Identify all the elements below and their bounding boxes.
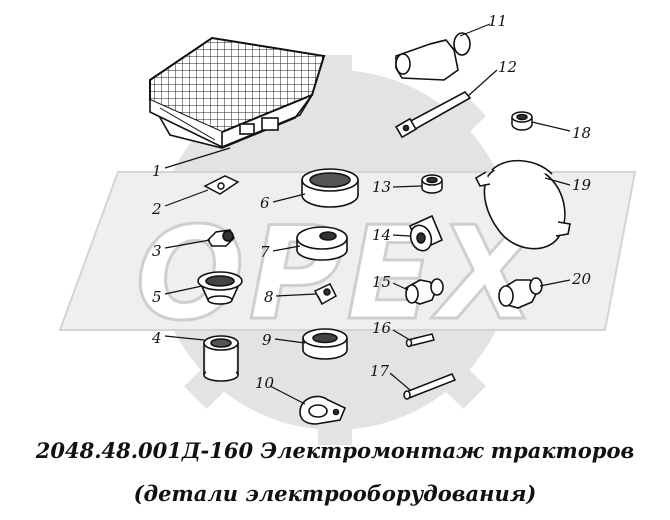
callout-16: 16 bbox=[372, 319, 392, 337]
part-2-bracket bbox=[203, 175, 240, 195]
leader-lines bbox=[164, 23, 571, 405]
callout-10: 10 bbox=[255, 374, 275, 392]
callout-7: 7 bbox=[260, 243, 270, 261]
part-15-elbow bbox=[405, 278, 444, 305]
callout-2: 2 bbox=[151, 200, 162, 218]
callout-numbers: 1 2 3 4 5 6 7 8 9 10 11 12 13 14 15 16 1… bbox=[151, 12, 592, 392]
callout-17: 17 bbox=[370, 362, 390, 380]
part-13-cap bbox=[421, 174, 443, 194]
callout-15: 15 bbox=[372, 273, 391, 291]
part-6-ring bbox=[301, 168, 359, 208]
part-4-sleeve bbox=[203, 335, 239, 382]
part-12-strap bbox=[394, 90, 472, 139]
part-5-grommet bbox=[197, 271, 243, 305]
callout-20: 20 bbox=[571, 270, 592, 288]
callout-3: 3 bbox=[152, 242, 162, 260]
callout-1: 1 bbox=[152, 162, 162, 180]
callout-4: 4 bbox=[151, 329, 162, 347]
part-20-elbow bbox=[498, 277, 543, 309]
part-1-junction-box bbox=[148, 36, 326, 149]
caption-subtitle: (детали электрооборудования) bbox=[133, 481, 537, 506]
watermark-text: ОРЕХ bbox=[136, 200, 542, 349]
part-18-washer bbox=[511, 111, 533, 131]
caption-title: 2048.48.001Д-160 Электромонтаж тракторов bbox=[35, 438, 635, 463]
callout-12: 12 bbox=[498, 58, 517, 76]
part-14-bushing bbox=[408, 214, 444, 252]
callout-19: 19 bbox=[572, 176, 592, 194]
callout-8: 8 bbox=[264, 288, 274, 306]
part-9-grommet bbox=[302, 328, 348, 360]
callout-13: 13 bbox=[372, 178, 391, 196]
callout-18: 18 bbox=[572, 124, 591, 142]
callout-6: 6 bbox=[260, 194, 270, 212]
part-7-plug bbox=[296, 226, 348, 261]
callout-5: 5 bbox=[152, 288, 162, 306]
callout-14: 14 bbox=[372, 226, 391, 244]
watermark: ОРЕХ bbox=[58, 55, 637, 445]
part-11-boot bbox=[395, 32, 471, 81]
part-19-cover bbox=[474, 159, 571, 250]
part-17-pin bbox=[403, 373, 457, 400]
part-8-clip bbox=[313, 283, 337, 306]
part-3-bolt bbox=[207, 229, 235, 247]
callout-11: 11 bbox=[488, 12, 507, 30]
part-10-clamp bbox=[299, 395, 347, 425]
callout-9: 9 bbox=[262, 331, 272, 349]
